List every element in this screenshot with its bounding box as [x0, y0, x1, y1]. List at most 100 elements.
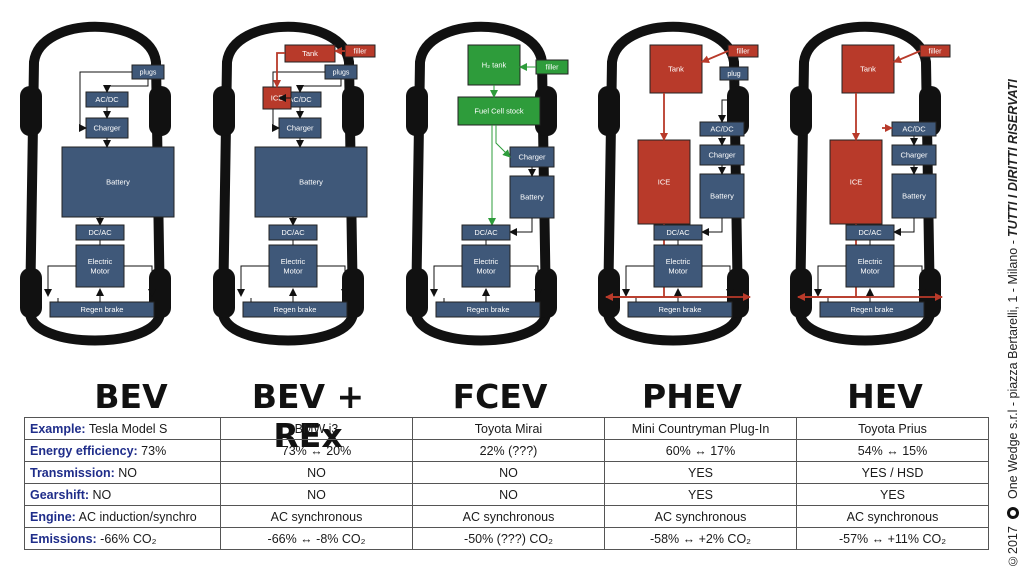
regen-box: Regen brake [627, 301, 733, 318]
battery-box-rect [699, 173, 745, 219]
row-label-cell: Energy efficiency: 73% [24, 439, 221, 462]
flow-line [317, 265, 349, 297]
table-cell: NO [412, 483, 605, 506]
wheel [342, 86, 364, 136]
filler-box-label: filler [354, 48, 368, 55]
wheel [406, 268, 428, 318]
table-cell: NO [220, 461, 413, 484]
ice-box: ICE [637, 139, 691, 225]
flow-line [509, 218, 533, 236]
flow-line [701, 218, 723, 236]
motor-box-rect [653, 244, 703, 288]
acdc-box-label: AC/DC [902, 125, 926, 134]
company-logo-icon [1007, 506, 1019, 519]
flow-line [814, 265, 846, 297]
row-label-cell: Engine: AC induction/synchro [24, 505, 221, 528]
table-cell: -57% ↔ +11% CO₂ [796, 527, 989, 550]
row-label: Example: [30, 421, 86, 436]
dcac-box-label: DC/AC [666, 228, 690, 237]
battery-box: Battery [891, 173, 937, 219]
tank-box: Tank [284, 44, 336, 63]
ice-box-label: ICE [658, 178, 671, 187]
row-label: Transmission: [30, 465, 115, 480]
table-cell-value: Tesla Model S [88, 421, 168, 436]
table-cell: -66% ↔ -8% CO₂ [220, 527, 413, 550]
regen-box: Regen brake [49, 301, 155, 318]
dcac-box: DC/AC [653, 224, 703, 241]
table-cell: AC synchronous [412, 505, 605, 528]
copyright-company: One Wedge s.r.l - piazza Bertarelli, 1 -… [1006, 240, 1020, 500]
tank-box-rect [649, 44, 703, 94]
dcac-box-label: DC/AC [281, 228, 305, 237]
motor-box-rect [461, 244, 511, 288]
wheel [20, 268, 42, 318]
motor-box-label: Motor [860, 266, 880, 275]
table-cell-value: AC induction/synchro [78, 509, 197, 524]
title-hev: HEV [847, 377, 923, 416]
charger-box: Charger [85, 117, 129, 139]
regen-box-rect [819, 301, 925, 318]
tank-box: Tank [841, 44, 895, 94]
wheel [406, 86, 428, 136]
table-cell: -50% (???) CO₂ [412, 527, 605, 550]
flow-line [273, 52, 285, 88]
charger-box: Charger [278, 117, 322, 139]
ice-box-rect [829, 139, 883, 225]
flow-line [430, 265, 462, 297]
dcac-box-label: DC/AC [858, 228, 882, 237]
plugs-box: plugs [131, 64, 165, 80]
battery-box: Battery [254, 146, 368, 218]
table-cell-value: -66% CO₂ [100, 531, 157, 546]
dcac-box-label: DC/AC [88, 228, 112, 237]
plug-box-label: plug [727, 71, 740, 78]
diagram-bev: plugsAC/DCChargerBatteryDC/ACElectricMot… [20, 21, 175, 346]
flow-line [893, 50, 921, 63]
row-label-cell: Emissions: -66% CO₂ [24, 527, 221, 550]
motor-box-label: Electric [666, 257, 691, 266]
diagram-hev: TankfillerICEAC/DCChargerBatteryDC/ACEle… [790, 21, 951, 346]
filler-box-label: filler [929, 48, 943, 55]
table-cell: 60% ↔ 17% [604, 439, 797, 462]
motor-box-label: Electric [281, 257, 306, 266]
battery-box-rect [61, 146, 175, 218]
flow-line [103, 79, 149, 93]
battery-box: Battery [61, 146, 175, 218]
charger-box: Charger [509, 146, 555, 168]
flow-line [718, 80, 735, 123]
table-cell: AC synchronous [604, 505, 797, 528]
flow-line [237, 265, 269, 297]
plugs-box-label: plugs [333, 69, 350, 76]
flow-line [296, 79, 342, 93]
wheel [598, 268, 620, 318]
motor-box-label: Electric [858, 257, 883, 266]
h2-tank-box-label: H₂ tank [482, 61, 507, 70]
flow-line [124, 265, 156, 297]
flow-line [495, 125, 511, 158]
plugs-box: plugs [324, 64, 358, 80]
powertrain-diagrams: plugsAC/DCChargerBatteryDC/ACElectricMot… [20, 21, 951, 346]
fuel-cell-box: Fuel Cell stock [457, 96, 541, 126]
flow-line [701, 50, 729, 63]
wheel [213, 86, 235, 136]
title-bev: BEV [94, 377, 168, 416]
filler-box: filler [535, 59, 569, 75]
regen-box-rect [242, 301, 348, 318]
table-row: Engine: AC induction/synchro AC synchrono… [24, 505, 989, 528]
battery-box: Battery [509, 175, 555, 219]
table-cell: NO [220, 483, 413, 506]
fuel-cell-box-label: Fuel Cell stock [474, 107, 523, 116]
battery-box-label: Battery [710, 192, 734, 201]
regen-box: Regen brake [242, 301, 348, 318]
row-label: Emissions: [30, 531, 97, 546]
regen-box: Regen brake [819, 301, 925, 318]
acdc-box: AC/DC [699, 121, 745, 137]
table-cell: Mini Countryman Plug-In [604, 417, 797, 440]
charger-box: Charger [891, 144, 937, 166]
charger-box-label: Charger [900, 151, 928, 160]
wheel [790, 86, 812, 136]
motor-box-label: Electric [88, 257, 113, 266]
dcac-box: DC/AC [845, 224, 895, 241]
